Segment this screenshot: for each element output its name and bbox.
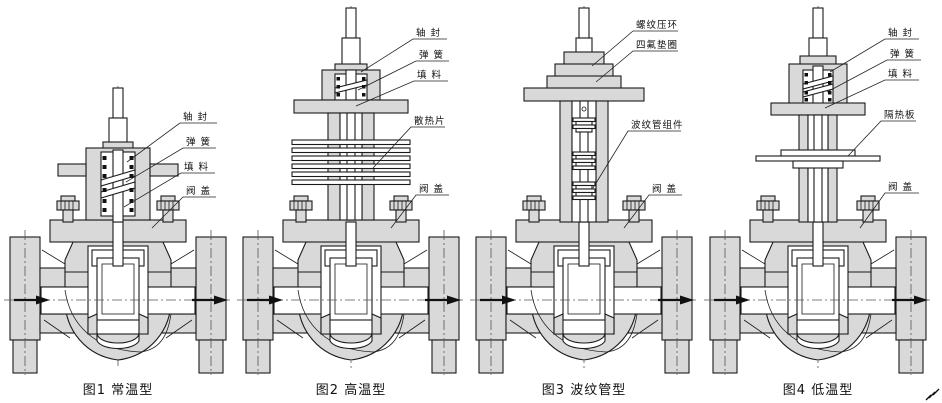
callout-label: 隔热板 <box>884 109 916 121</box>
leader-line <box>847 120 916 157</box>
figure-4-caption: 图4 低温型 <box>782 383 854 398</box>
figure-2: 轴 封 弹 簧 填 料 散热片 阀 盖 <box>233 0 469 376</box>
bellows-top <box>523 7 645 223</box>
leader-line <box>595 50 678 83</box>
figure-1: 轴 封 弹 簧 填 料 阀 盖 <box>0 0 236 376</box>
callout-label: 填 料 <box>888 68 913 80</box>
callout-label: 四氟垫圈 <box>636 39 678 51</box>
leader-line <box>859 192 919 229</box>
heat-shield-plate <box>755 149 881 169</box>
leader-line <box>591 30 678 67</box>
leader-line <box>826 59 921 93</box>
figure-1-drawing: 轴 封 弹 簧 填 料 阀 盖 <box>2 86 234 376</box>
spring-symbol <box>334 79 368 94</box>
leader-line <box>355 80 448 107</box>
packing-dots <box>804 73 832 102</box>
leader-line <box>357 60 449 91</box>
callout-label: 弹 簧 <box>186 136 211 148</box>
leader-line <box>623 194 682 229</box>
leader-line <box>123 172 215 208</box>
figure-2-drawing: 轴 封 弹 簧 填 料 散热片 阀 盖 <box>235 6 467 376</box>
leader-line <box>390 194 449 229</box>
standard-bonnet-top <box>57 87 179 223</box>
leader-line <box>151 196 216 229</box>
spring-symbol <box>100 169 136 199</box>
leader-line <box>592 130 681 189</box>
callout-label: 填 料 <box>184 161 209 173</box>
heat-fins <box>291 139 411 186</box>
callout-label: 轴 封 <box>888 27 913 39</box>
callout-label: 阀 盖 <box>888 181 913 193</box>
callout-label: 阀 盖 <box>186 185 211 197</box>
bellows-segments <box>572 117 596 201</box>
callouts: 螺纹压环 四氟垫圈 波纹管组件 阀 盖 <box>591 19 684 229</box>
callout-label: 轴 封 <box>416 27 441 39</box>
leader-line <box>125 147 216 183</box>
callout-label: 波纹管组件 <box>631 119 684 131</box>
corner-mark <box>925 388 940 401</box>
low-temp-shielded-top <box>755 7 881 223</box>
figure-4-drawing: 轴 封 弹 簧 填 料 隔热板 阀 盖 <box>702 6 934 376</box>
callout-label: 轴 封 <box>183 111 208 123</box>
callouts: 轴 封 弹 簧 填 料 散热片 阀 盖 <box>355 27 449 229</box>
leader-line <box>824 79 919 109</box>
callouts: 轴 封 弹 簧 填 料 阀 盖 <box>123 111 217 229</box>
packing-dots <box>102 156 134 212</box>
callouts: 轴 封 弹 簧 填 料 隔热板 阀 盖 <box>824 27 921 229</box>
leader-line <box>126 122 217 163</box>
leader-line <box>829 38 919 73</box>
callout-label: 散热片 <box>414 115 446 127</box>
callout-label: 阀 盖 <box>419 183 444 195</box>
callout-label: 填 料 <box>417 69 442 81</box>
callout-label: 阀 盖 <box>652 183 677 195</box>
callout-label: 螺纹压环 <box>636 19 678 31</box>
figure-3-caption: 图3 波纹管型 <box>541 383 627 398</box>
leader-line <box>372 126 445 169</box>
figure-2-caption: 图2 高温型 <box>315 383 387 398</box>
callout-label: 弹 簧 <box>419 49 444 61</box>
figure-4: 轴 封 弹 簧 填 料 隔热板 阀 盖 <box>700 0 936 376</box>
leader-line <box>360 38 447 73</box>
callout-label: 弹 簧 <box>890 48 915 60</box>
high-temp-finned-top <box>291 7 411 221</box>
figure-3: 螺纹压环 四氟垫圈 波纹管组件 阀 盖 <box>466 0 702 376</box>
figure-1-caption: 图1 常温型 <box>82 383 154 398</box>
figure-3-drawing: 螺纹压环 四氟垫圈 波纹管组件 阀 盖 <box>468 6 700 376</box>
